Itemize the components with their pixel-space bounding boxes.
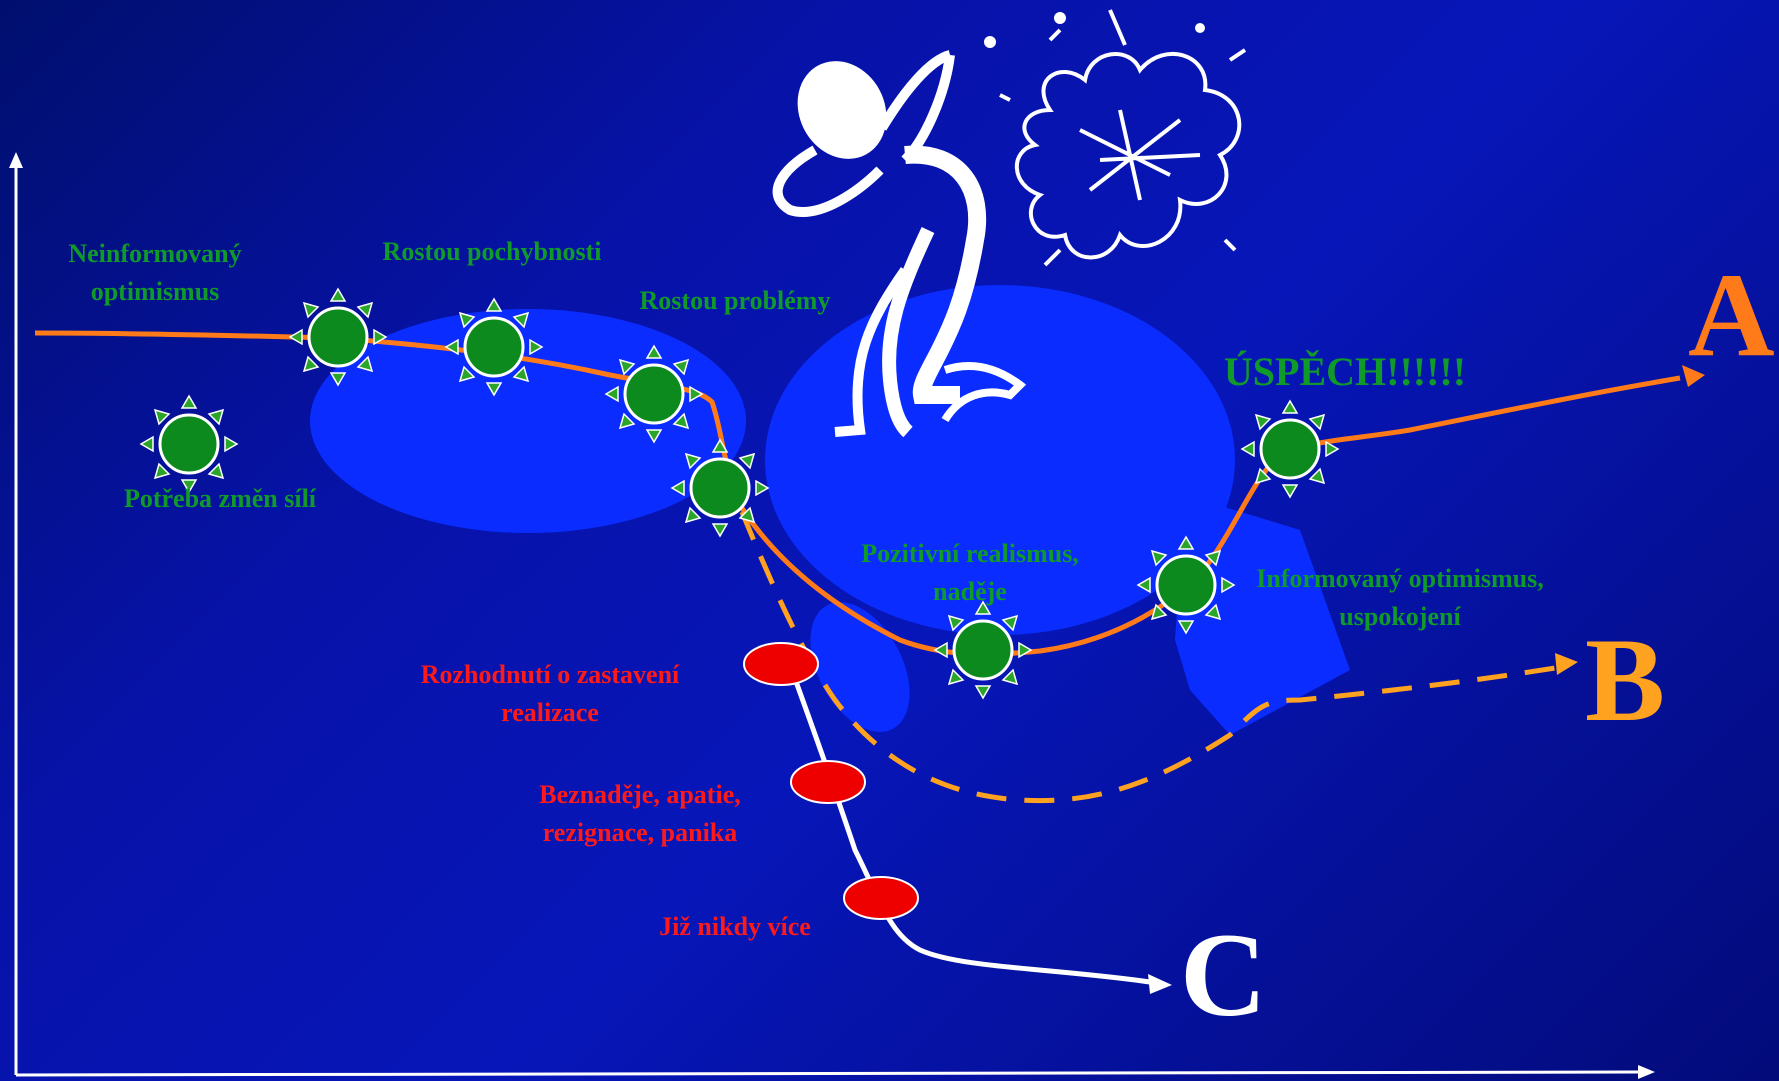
label-pozitivni-realismus: Pozitivní realismus, naděje (830, 535, 1110, 610)
outcome-a: A (1688, 255, 1775, 375)
sun-icon (141, 396, 237, 492)
outcome-b: B (1585, 620, 1665, 740)
explosion-cloud-icon (986, 10, 1245, 265)
label-potreba-zmen: Potřeba změn sílí (95, 480, 345, 518)
label-beznadeje: Beznaděje, apatie, rezignace, panika (505, 776, 775, 851)
label-uspech: ÚSPĚCH!!!!!! (1195, 343, 1495, 401)
red-marker (791, 761, 865, 803)
x-axis-arrowhead (1638, 1065, 1655, 1079)
y-axis-arrowhead (9, 152, 23, 168)
label-rozhodnuti: Rozhodnutí o zastavení realizace (385, 656, 715, 731)
x-axis (16, 1072, 1640, 1075)
label-jiz-nikdy: Již nikdy více (625, 908, 845, 946)
label-rostou-pochybnosti: Rostou pochybnosti (352, 233, 632, 271)
label-rostou-problemy: Rostou problémy (610, 282, 860, 320)
label-neinformovany-optimismus: Neinformovaný optimismus (40, 235, 270, 310)
sun-icon (1242, 401, 1338, 497)
arrow-head-icon (1555, 653, 1578, 675)
red-marker (744, 643, 818, 685)
label-informovany-optimismus: Informovaný optimismus, uspokojení (1240, 560, 1560, 635)
arrow-head-icon (1148, 974, 1172, 994)
outcome-c: C (1180, 915, 1267, 1035)
red-marker (844, 877, 918, 919)
